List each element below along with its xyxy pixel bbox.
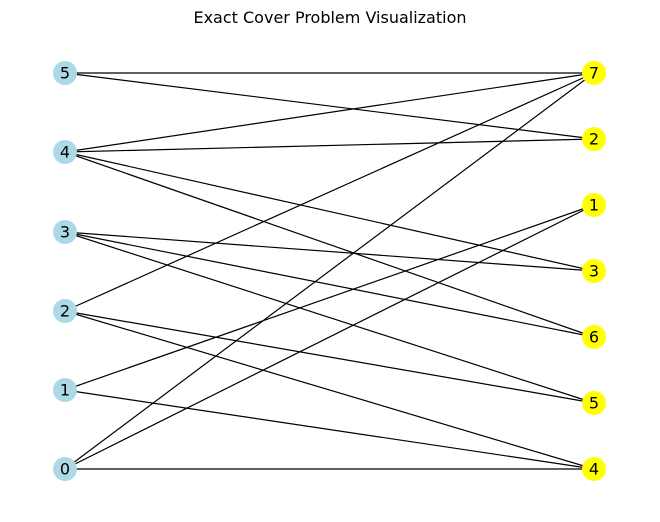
edge-L1-R1: [64, 204, 595, 391]
right-node-label: 1: [589, 196, 599, 215]
right-node-6: 6: [582, 325, 606, 349]
left-node-label: 1: [60, 381, 70, 400]
left-node-circle: [53, 220, 77, 244]
right-node-3: 3: [582, 259, 606, 283]
right-node-5: 5: [582, 391, 606, 415]
left-node-circle: [53, 378, 77, 402]
left-node-label: 0: [60, 460, 70, 479]
right-node-circle: [582, 259, 606, 283]
diagram-title: Exact Cover Problem Visualization: [193, 8, 467, 27]
right-node-label: 3: [589, 262, 599, 281]
edge-L5-R2: [64, 72, 595, 140]
left-node-5: 5: [53, 61, 77, 85]
edge-L4-R2: [64, 138, 595, 153]
nodes-layer: 5 4 3 2 1 0 7 2 1 3 6 5 4: [53, 61, 606, 481]
right-node-label: 5: [589, 394, 599, 413]
left-node-circle: [53, 457, 77, 481]
right-node-label: 6: [589, 328, 599, 347]
right-node-circle: [582, 391, 606, 415]
right-node-7: 7: [582, 61, 606, 85]
left-node-label: 2: [60, 302, 70, 321]
left-node-3: 3: [53, 220, 77, 244]
edges-layer: [64, 72, 595, 470]
edge-L0-R7: [64, 72, 595, 470]
right-node-label: 2: [589, 130, 599, 149]
edge-L3-R3: [64, 231, 595, 272]
right-node-2: 2: [582, 127, 606, 151]
left-node-label: 5: [60, 64, 70, 83]
right-node-circle: [582, 61, 606, 85]
left-node-label: 3: [60, 223, 70, 242]
edge-L2-R5: [64, 310, 595, 404]
edge-L3-R6: [64, 231, 595, 338]
right-node-circle: [582, 193, 606, 217]
edge-L3-R5: [64, 231, 595, 404]
edge-L4-R7: [64, 72, 595, 153]
left-node-2: 2: [53, 299, 77, 323]
left-node-circle: [53, 61, 77, 85]
left-node-1: 1: [53, 378, 77, 402]
left-node-4: 4: [53, 140, 77, 164]
edge-L4-R3: [64, 151, 595, 272]
left-node-circle: [53, 299, 77, 323]
right-node-label: 7: [589, 64, 599, 83]
right-node-circle: [582, 127, 606, 151]
left-node-0: 0: [53, 457, 77, 481]
right-node-1: 1: [582, 193, 606, 217]
right-node-circle: [582, 457, 606, 481]
edge-L4-R6: [64, 151, 595, 338]
left-node-circle: [53, 140, 77, 164]
edge-L2-R7: [64, 72, 595, 312]
right-node-4: 4: [582, 457, 606, 481]
left-node-label: 4: [60, 143, 70, 162]
edge-L0-R1: [64, 204, 595, 470]
edge-L2-R4: [64, 310, 595, 470]
right-node-circle: [582, 325, 606, 349]
right-node-label: 4: [589, 460, 599, 479]
